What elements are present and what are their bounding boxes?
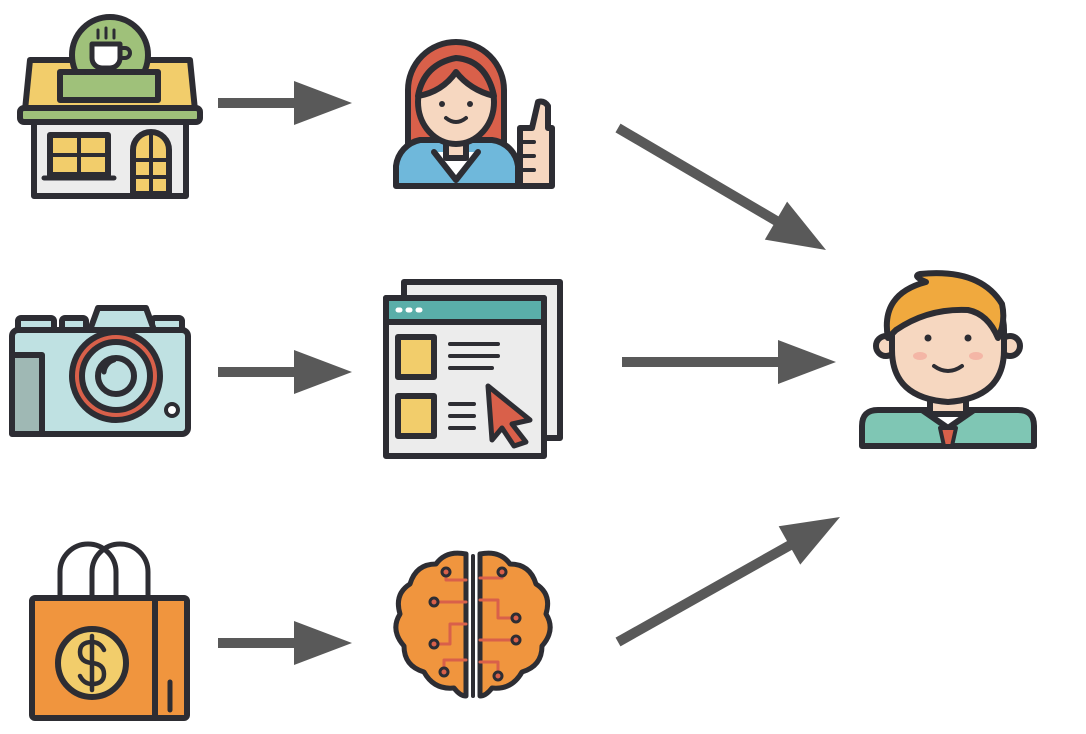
web-page-click-icon	[383, 279, 563, 459]
camera-icon	[9, 305, 191, 437]
arrow-shopping-to-ai	[218, 621, 352, 665]
coffee-shop-icon	[17, 14, 203, 199]
arrow-camera-to-website	[218, 350, 352, 394]
shopping-bag-dollar-icon	[29, 541, 190, 721]
woman-thumbs-up-icon	[393, 39, 555, 189]
arrows	[218, 81, 840, 665]
circuit-brain-icon	[393, 550, 553, 699]
arrow-support-to-customer	[615, 123, 826, 250]
arrow-ai-to-customer	[615, 517, 840, 647]
arrow-store-to-support	[218, 81, 352, 125]
arrow-website-to-customer	[622, 340, 836, 384]
man-avatar-icon	[859, 270, 1037, 449]
